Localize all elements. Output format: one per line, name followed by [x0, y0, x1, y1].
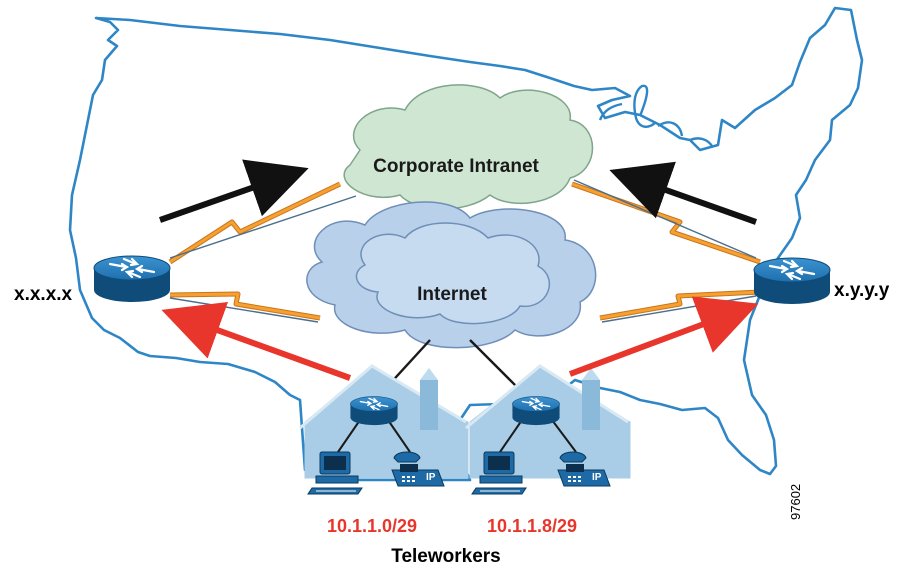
corporate-intranet-label: Corporate Intranet [373, 156, 539, 177]
router-left-label: x.x.x.x [14, 284, 73, 305]
black-arrow-right [609, 161, 758, 225]
internet-label: Internet [417, 284, 487, 305]
router-icon [349, 395, 399, 426]
router-icon-right [752, 256, 832, 306]
red-arrow-right [568, 296, 759, 377]
red-arrow-left [161, 302, 352, 381]
teleworkers-caption: Teleworkers [391, 546, 500, 567]
router-icon-left [92, 254, 172, 304]
subnet-label-1: 10.1.1.0/29 [327, 516, 417, 536]
figure-id: 97602 [788, 484, 803, 520]
internet-cloud: Internet [306, 201, 597, 349]
corporate-intranet-cloud: Corporate Intranet [343, 84, 594, 210]
great-lakes-outline [598, 84, 713, 147]
subnet-label-2: 10.1.1.8/29 [487, 516, 577, 536]
us-map-outline [68, 6, 864, 482]
router-icon [511, 395, 561, 426]
black-arrow-left [159, 159, 309, 223]
router-right-label: x.y.y.y [834, 280, 890, 301]
